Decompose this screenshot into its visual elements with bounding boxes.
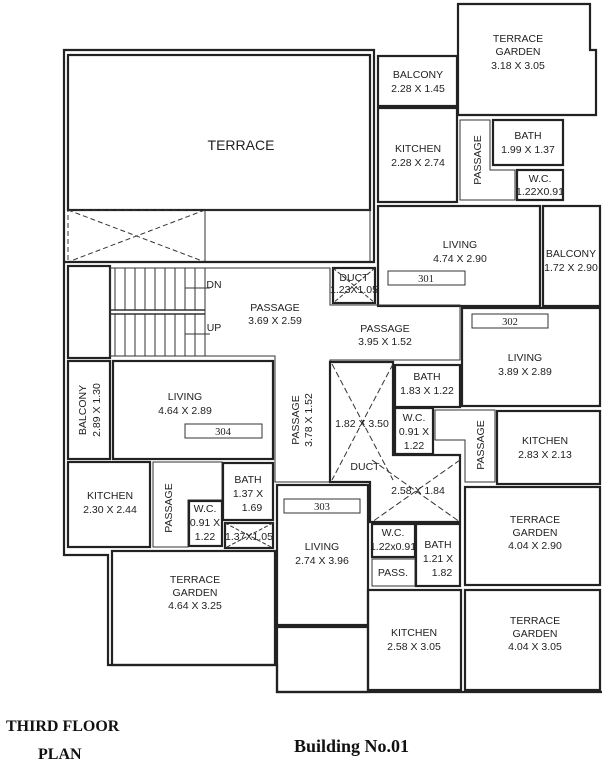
svg-text:GARDEN: GARDEN — [496, 46, 541, 58]
svg-text:3.78 X 1.52: 3.78 X 1.52 — [303, 393, 315, 447]
svg-text:0.91 X: 0.91 X — [190, 517, 220, 529]
unit-number-301: 301 — [418, 274, 434, 285]
svg-text:BALCONY: BALCONY — [546, 248, 596, 260]
unit-number-302: 302 — [502, 317, 518, 328]
svg-text:PASSAGE: PASSAGE — [250, 302, 299, 314]
svg-text:1.22X0.91: 1.22X0.91 — [516, 186, 564, 198]
svg-text:2.30 X 2.44: 2.30 X 2.44 — [83, 504, 137, 516]
svg-text:2.89 X 1.30: 2.89 X 1.30 — [91, 383, 103, 437]
svg-text:4.64 X 3.25: 4.64 X 3.25 — [168, 600, 222, 612]
svg-text:GARDEN: GARDEN — [173, 587, 218, 599]
svg-text:2.58 X 1.84: 2.58 X 1.84 — [391, 485, 445, 497]
svg-text:KITCHEN: KITCHEN — [522, 435, 568, 447]
svg-text:BALCONY: BALCONY — [393, 69, 443, 81]
unit-304: BALCONY 2.89 X 1.30 LIVING 4.64 X 2.89 3… — [66, 359, 277, 667]
svg-text:W.C.: W.C. — [194, 503, 217, 515]
plan-title-line2: PLAN — [38, 746, 82, 763]
svg-text:GARDEN: GARDEN — [513, 527, 558, 539]
svg-text:BALCONY: BALCONY — [77, 385, 89, 435]
svg-text:2.74 X 3.96: 2.74 X 3.96 — [295, 555, 349, 567]
svg-text:1.21 X: 1.21 X — [423, 553, 453, 565]
svg-text:1.37X1.05: 1.37X1.05 — [225, 531, 273, 543]
room-terrace-garden-top: TERRACE GARDEN 3.18 X 3.05 — [456, 2, 598, 117]
svg-text:2.58 X 3.05: 2.58 X 3.05 — [387, 641, 441, 653]
svg-text:4.04 X 3.05: 4.04 X 3.05 — [508, 641, 562, 653]
unit-303: 303 LIVING 2.74 X 3.96 W.C. 1.22x0.91 PA… — [275, 483, 602, 694]
unit-301: BALCONY 2.28 X 1.45 KITCHEN 2.28 X 2.74 … — [376, 54, 602, 308]
svg-text:DUCT: DUCT — [350, 461, 380, 473]
svg-text:GARDEN: GARDEN — [513, 628, 558, 640]
svg-text:PASSAGE: PASSAGE — [163, 483, 175, 532]
svg-text:1.83 X 1.22: 1.83 X 1.22 — [400, 385, 454, 397]
svg-text:LIVING: LIVING — [508, 352, 542, 364]
svg-text:BATH: BATH — [234, 474, 261, 486]
svg-text:TERRACE: TERRACE — [510, 514, 560, 526]
svg-text:0.91 X: 0.91 X — [399, 426, 429, 438]
svg-text:W.C.: W.C. — [403, 412, 426, 424]
svg-text:3.95 X 1.52: 3.95 X 1.52 — [358, 336, 412, 348]
svg-text:KITCHEN: KITCHEN — [391, 627, 437, 639]
svg-text:4.64 X 2.89: 4.64 X 2.89 — [158, 405, 212, 417]
svg-text:W.C.: W.C. — [382, 527, 405, 539]
unit-number-304: 304 — [215, 427, 232, 438]
svg-text:TERRACE: TERRACE — [170, 574, 220, 586]
duct-shaft: 1.82 X 3.50 DUCT 2.58 X 1.84 — [328, 360, 462, 524]
svg-text:1.22: 1.22 — [195, 531, 216, 543]
svg-text:4.74 X 2.90: 4.74 X 2.90 — [433, 253, 487, 265]
svg-text:BATH: BATH — [413, 371, 440, 383]
svg-text:TERRACE: TERRACE — [493, 33, 543, 45]
terrace-label: TERRACE — [208, 137, 275, 153]
svg-text:1.37 X: 1.37 X — [233, 488, 263, 500]
unit-302: 302 LIVING 3.89 X 2.89 BATH 1.83 X 1.22 … — [393, 306, 602, 587]
svg-text:3.89 X 2.89: 3.89 X 2.89 — [498, 366, 552, 378]
building-outline — [62, 48, 602, 694]
svg-text:BATH: BATH — [424, 539, 451, 551]
svg-text:2.83 X 2.13: 2.83 X 2.13 — [518, 449, 572, 461]
svg-text:2.28 X 2.74: 2.28 X 2.74 — [391, 157, 445, 169]
svg-text:W.C.: W.C. — [529, 173, 552, 185]
svg-text:PASSAGE: PASSAGE — [360, 323, 409, 335]
svg-text:KITCHEN: KITCHEN — [87, 490, 133, 502]
unit-number-303: 303 — [314, 502, 330, 513]
svg-text:LIVING: LIVING — [443, 239, 477, 251]
svg-text:TERRACE: TERRACE — [510, 615, 560, 627]
plan-title-line1: THIRD FLOOR — [6, 718, 120, 735]
svg-text:3.69 X 2.59: 3.69 X 2.59 — [248, 315, 302, 327]
svg-text:PASSAGE: PASSAGE — [290, 395, 302, 444]
svg-text:1.69: 1.69 — [242, 502, 263, 514]
svg-text:PASS.: PASS. — [378, 567, 408, 579]
svg-text:1.82 X 3.50: 1.82 X 3.50 — [335, 418, 389, 430]
svg-text:3.18 X 3.05: 3.18 X 3.05 — [491, 60, 545, 72]
svg-text:1.82: 1.82 — [432, 567, 453, 579]
svg-text:2.28 X 1.45: 2.28 X 1.45 — [391, 83, 445, 95]
svg-text:1.22x0.91: 1.22x0.91 — [370, 541, 416, 553]
svg-text:DUCT: DUCT — [339, 272, 369, 284]
room-terrace: TERRACE — [66, 53, 372, 263]
svg-text:KITCHEN: KITCHEN — [395, 143, 441, 155]
svg-text:1.23X1.05: 1.23X1.05 — [330, 284, 378, 296]
svg-text:4.04 X 2.90: 4.04 X 2.90 — [508, 540, 562, 552]
svg-text:LIVING: LIVING — [305, 541, 339, 553]
core-circulation: DN UP PASSAGE 3.69 X 2.59 PASSAGE 3.95 X… — [66, 264, 461, 483]
svg-text:UP: UP — [207, 322, 222, 334]
svg-text:PASSAGE: PASSAGE — [475, 420, 487, 469]
svg-text:PASSAGE: PASSAGE — [472, 135, 484, 184]
svg-text:1.72 X 2.90: 1.72 X 2.90 — [544, 262, 598, 274]
building-label: Building No.01 — [294, 736, 410, 756]
svg-text:1.22: 1.22 — [404, 440, 425, 452]
svg-text:1.99 X 1.37: 1.99 X 1.37 — [501, 144, 555, 156]
svg-text:LIVING: LIVING — [168, 391, 202, 403]
svg-text:DN: DN — [206, 279, 221, 291]
svg-text:BATH: BATH — [514, 130, 541, 142]
